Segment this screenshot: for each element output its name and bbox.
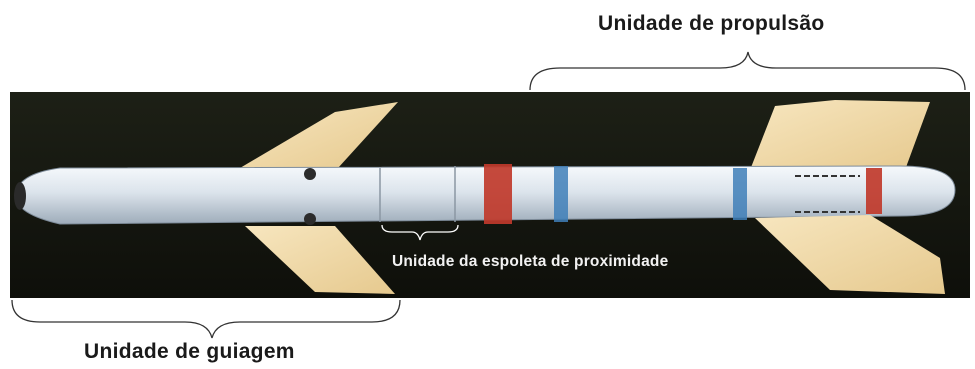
front-lower-fin bbox=[245, 226, 395, 294]
propulsion-unit-label: Unidade de propulsão bbox=[598, 12, 825, 35]
propulsion-brace bbox=[529, 51, 966, 91]
guidance-unit-label: Unidade de guiagem bbox=[84, 340, 295, 363]
rear-lower-fin bbox=[755, 215, 945, 294]
blue-band-rear bbox=[733, 168, 747, 220]
fuze-brace bbox=[381, 224, 459, 241]
front-upper-fin bbox=[240, 102, 398, 168]
proximity-fuze-label: Unidade da espoleta de proximidade bbox=[392, 253, 669, 270]
rear-upper-fin bbox=[750, 100, 930, 170]
guidance-sensor-top bbox=[304, 168, 316, 180]
nose-tip bbox=[14, 182, 26, 210]
guidance-sensor-bottom bbox=[304, 213, 316, 225]
red-band-front bbox=[484, 164, 512, 224]
red-band-rear bbox=[866, 168, 882, 214]
guidance-brace bbox=[11, 299, 401, 339]
blue-band-front bbox=[554, 166, 568, 222]
